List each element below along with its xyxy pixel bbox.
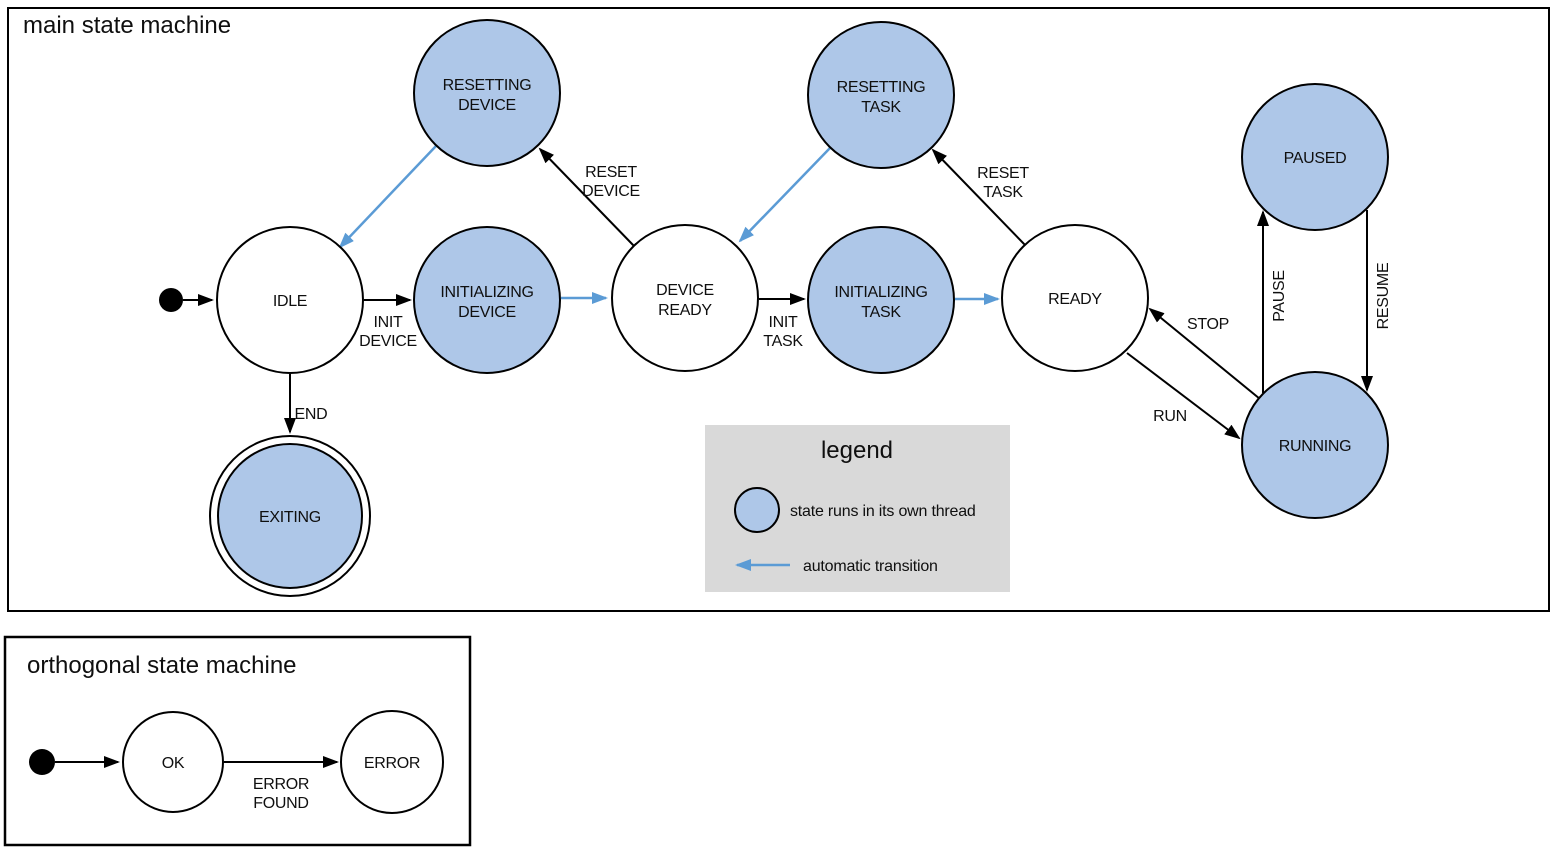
state-label: IDLE — [273, 293, 307, 310]
transition-end: END — [284, 374, 328, 434]
initial-markers-layer — [29, 288, 214, 775]
main-panel-title: main state machine — [23, 12, 231, 39]
legend: legend state runs in its own thread auto… — [705, 425, 1010, 592]
legend-item-auto-label: automatic transition — [803, 558, 938, 575]
state-circle — [1001, 224, 1149, 372]
transition-run: RUN — [1126, 352, 1241, 440]
transition-pause: PAUSE — [1257, 210, 1288, 393]
state-paused: PAUSED — [1241, 83, 1389, 231]
state-circle — [1241, 83, 1389, 231]
transition-label-pause: PAUSE — [1271, 270, 1288, 322]
state-exiting: EXITING — [209, 435, 371, 597]
transition-line — [1148, 307, 1261, 400]
state-circle — [611, 224, 759, 372]
state-label: READY — [1048, 291, 1102, 308]
state-circle — [413, 19, 561, 167]
transition-label-end: END — [295, 406, 328, 423]
orthogonal-initial-marker — [29, 749, 120, 775]
state-circle — [1241, 371, 1389, 519]
orthogonal-panel-title: orthogonal state machine — [27, 652, 297, 679]
transition-stop: STOP — [1148, 307, 1261, 400]
state-circle — [217, 443, 363, 589]
transition-resume: RESUME — [1361, 210, 1392, 392]
initial-state-dot — [29, 749, 55, 775]
legend-item-threaded-label: state runs in its own thread — [790, 503, 976, 520]
transition-line — [1126, 352, 1241, 440]
state-label: ERROR — [364, 755, 420, 772]
state-label: OK — [162, 755, 185, 772]
legend-title: legend — [821, 437, 893, 464]
state-idle: IDLE — [216, 226, 364, 374]
auto-transition-line — [338, 145, 437, 249]
state-circle — [340, 710, 444, 814]
auto-transition-line — [738, 147, 831, 243]
state-circle — [216, 226, 364, 374]
transition-auto-resetting-task-to-device-ready — [738, 147, 831, 243]
transition-label-resume: RESUME — [1375, 263, 1392, 330]
state-circle — [807, 21, 955, 169]
state-label: RUNNING — [1279, 438, 1352, 455]
transition-line — [538, 147, 635, 247]
transition-line — [931, 148, 1027, 247]
state-label: PAUSED — [1284, 150, 1347, 167]
transition-label-run: RUN — [1153, 408, 1187, 425]
transition-label-stop: STOP — [1187, 316, 1229, 333]
state-circle — [413, 226, 561, 374]
state-running: RUNNING — [1241, 371, 1389, 519]
state-ready: READY — [1001, 224, 1149, 372]
state-circle — [807, 226, 955, 374]
state-ok: OK — [122, 711, 224, 813]
initial-state-dot — [159, 288, 183, 312]
threaded-state-circle-icon — [734, 487, 780, 533]
main-initial-marker — [159, 288, 214, 312]
transition-auto-resetting-device-to-idle — [338, 145, 437, 249]
state-error: ERROR — [340, 710, 444, 814]
state-circle — [122, 711, 224, 813]
state-label: EXITING — [259, 509, 321, 526]
